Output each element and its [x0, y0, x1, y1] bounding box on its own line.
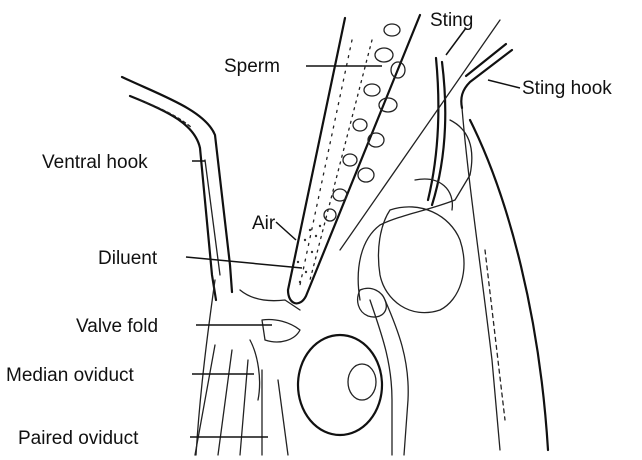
label-median-oviduct: Median oviduct [6, 365, 135, 386]
sting-leader [446, 28, 466, 55]
label-valve-fold: Valve fold [76, 316, 158, 337]
air-leader [276, 222, 296, 240]
sperm-clumps [324, 24, 405, 221]
sting-hook-drawing [461, 44, 512, 450]
label-sting: Sting [430, 10, 473, 31]
label-ventral-hook: Ventral hook [42, 152, 148, 173]
label-sperm: Sperm [224, 56, 280, 77]
left-body-wall [196, 280, 215, 455]
sting-hook-leader [488, 80, 520, 88]
label-paired-oviduct: Paired oviduct [18, 428, 139, 449]
syringe-tip-drawing [288, 15, 420, 303]
label-air: Air [252, 213, 276, 234]
abdomen-contour [358, 120, 548, 450]
label-diluent: Diluent [98, 248, 158, 269]
leader-lines [186, 28, 520, 437]
label-sting-hook: Sting hook [522, 78, 612, 99]
oviduct-drawing [195, 290, 408, 455]
diluent-leader [186, 257, 302, 268]
